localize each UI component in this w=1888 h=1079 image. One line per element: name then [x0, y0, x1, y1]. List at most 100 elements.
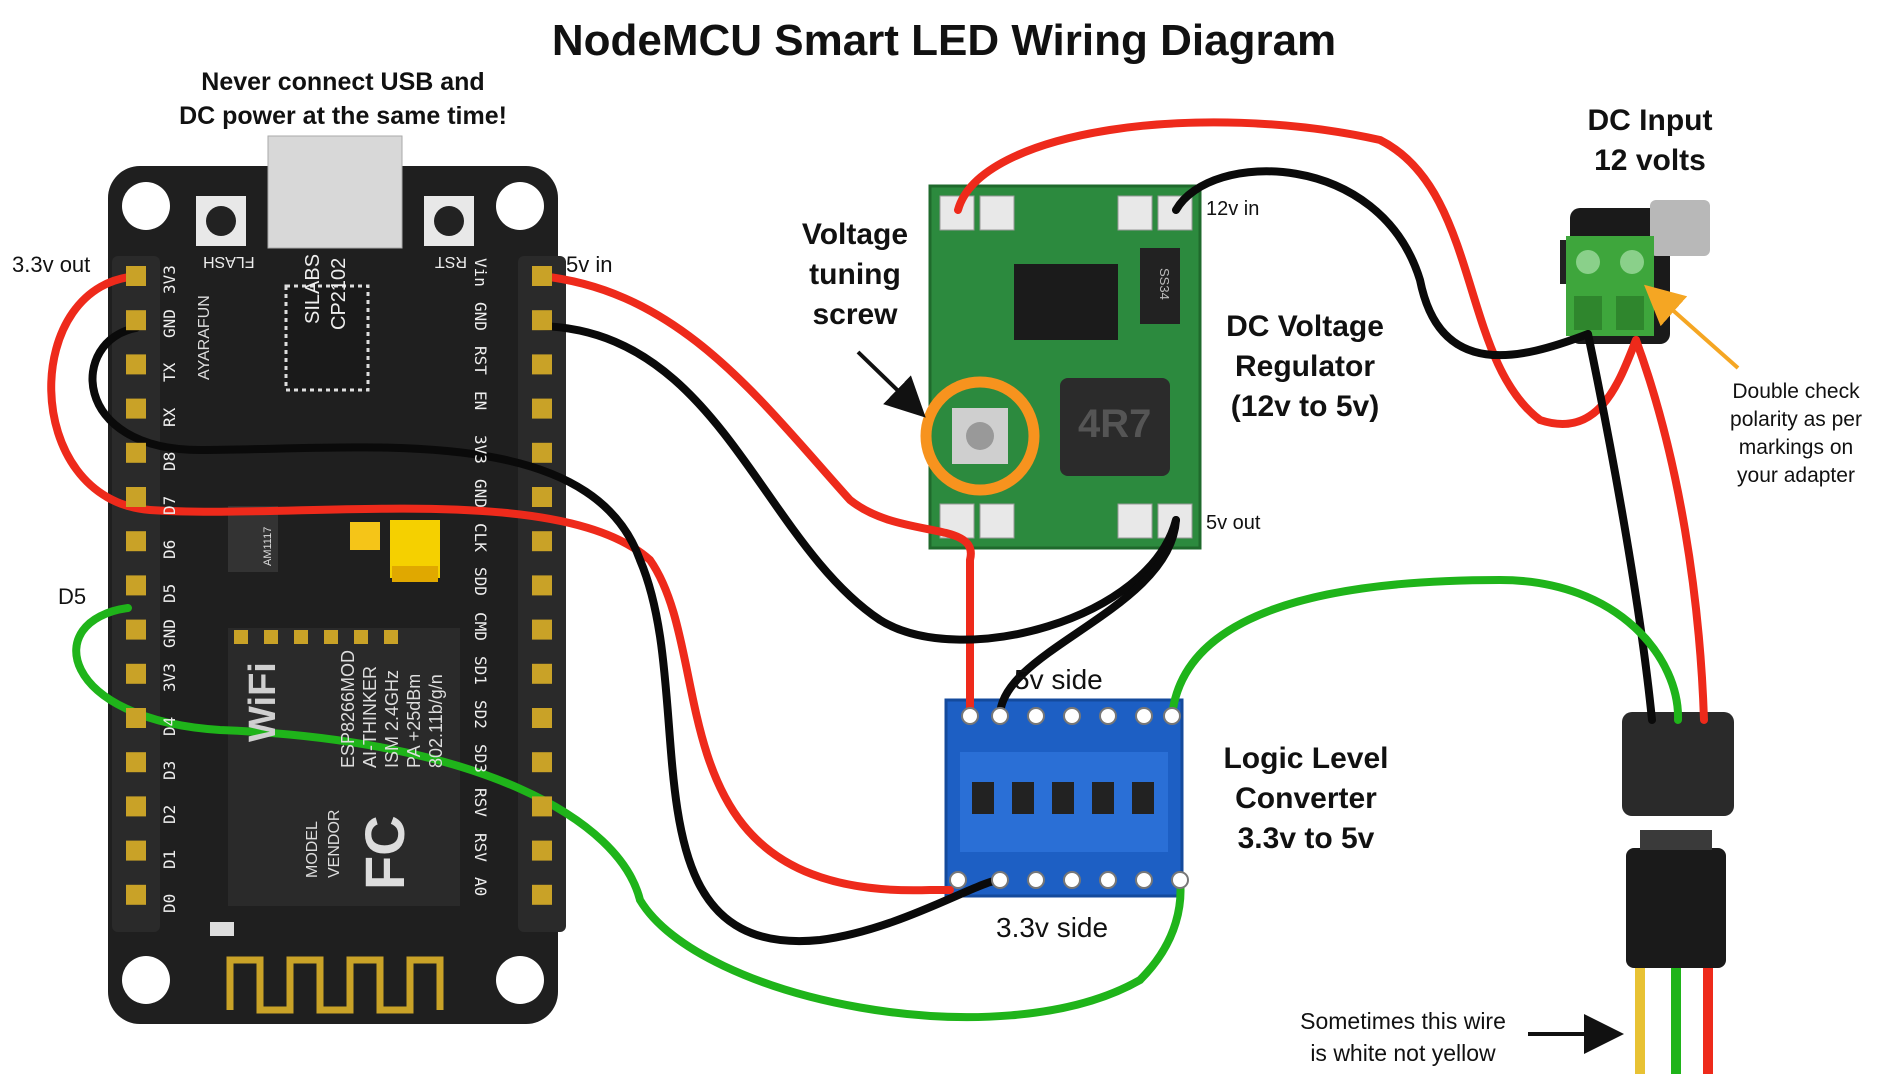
right-pin-label: CMD [471, 611, 490, 641]
left-pin [126, 708, 146, 728]
diode [1140, 248, 1180, 324]
right-pin [532, 575, 552, 596]
module-text-line: PA +25dBm [404, 673, 424, 768]
antenna-trace [226, 956, 444, 1014]
usb-port-icon [267, 135, 403, 249]
flash-label: FLASH [203, 253, 255, 270]
tuning-arrow [856, 350, 926, 418]
label-5v-side: 5v side [1014, 664, 1103, 695]
polarity-arrow [1644, 284, 1740, 370]
polarity-note-2: polarity as per [1730, 408, 1862, 431]
label-12v-in: 12v in [1206, 198, 1260, 220]
mount-hole [496, 182, 544, 230]
right-pin [532, 796, 552, 817]
left-pin-label: RX [160, 407, 179, 427]
right-pin-label: SDD [471, 567, 490, 597]
regulator-title-1: DC Voltage [1226, 310, 1384, 343]
fcc-logo-icon: FC [353, 815, 416, 890]
left-pin [126, 752, 146, 773]
label-d5: D5 [58, 584, 87, 609]
esp8266-module [228, 628, 460, 906]
right-pin [532, 442, 552, 463]
jack-barrel [1650, 200, 1710, 256]
right-pin [532, 354, 552, 375]
converter-title-1: Logic Level [1223, 742, 1389, 775]
left-pin-label: TX [160, 363, 179, 383]
wire-12v-negative [1172, 167, 1592, 360]
right-pin-label: Vin [471, 258, 490, 287]
mount-hole [496, 956, 544, 1004]
right-pin-label: RSV [471, 788, 490, 818]
regulator-chip-label: AM1117 [262, 526, 274, 566]
module-pads [234, 630, 398, 644]
dc-input-title-1: DC Input [1587, 104, 1713, 137]
left-pin-label: GND [160, 309, 179, 339]
left-pin [126, 619, 146, 640]
right-pin [532, 619, 552, 640]
left-pin-label: D1 [160, 849, 179, 869]
tuning-line-1: Voltage [801, 218, 909, 251]
brand-label: AYARAFUN [196, 295, 213, 380]
tuning-line-3: screw [812, 298, 898, 331]
wires [47, 118, 1708, 1022]
right-pin-label: EN [471, 390, 490, 410]
left-pin [126, 442, 146, 463]
dc-input-jack [1560, 200, 1710, 344]
left-pin-label: D7 [160, 495, 179, 515]
ams1117-chip [228, 506, 278, 572]
regulator-title-2: Regulator [1234, 350, 1375, 383]
left-pin-label: D6 [160, 539, 179, 560]
right-pin-label: RSV [471, 832, 490, 862]
converter-title-2: Converter [1235, 782, 1377, 815]
wire-led-gnd [1584, 330, 1656, 724]
left-pin-label: D5 [160, 584, 179, 604]
led-strip-connector [1622, 712, 1734, 1074]
left-pin-dots [126, 266, 146, 905]
converter-mosfets [972, 782, 1154, 814]
regulator-title-3: (12v to 5v) [1230, 390, 1380, 423]
right-pin-dots [532, 266, 552, 905]
right-pin [532, 663, 552, 684]
right-pin [532, 266, 552, 286]
left-pin [126, 310, 146, 331]
left-pin-label: D8 [160, 451, 179, 471]
module-text-line: ISM 2.4GHz [382, 669, 402, 768]
capacitor [350, 522, 380, 550]
polarity-note-1: Double check [1732, 380, 1860, 403]
wire-data-hv [1168, 575, 1683, 724]
left-pin-label: 3V3 [160, 265, 179, 294]
left-pin [126, 840, 146, 861]
left-pin [126, 884, 146, 905]
right-pin-label: A0 [471, 876, 490, 897]
cp2102-chip [284, 284, 370, 392]
rst-label: RST [435, 253, 467, 270]
wire-gnd-right [536, 322, 1180, 644]
mount-hole [122, 182, 170, 230]
wire-3v3 [47, 272, 954, 895]
left-pin [126, 531, 146, 552]
right-pin [532, 752, 552, 773]
regulator-ic [1014, 264, 1118, 340]
label-5v-out: 5v out [1206, 512, 1261, 534]
module-text-line: 802.11b/g/n [426, 674, 446, 768]
connector-female [1626, 848, 1726, 968]
vendor-label: VENDOR [326, 809, 343, 878]
chip-label-1: SILABS [302, 253, 324, 324]
right-pin-label: 3V3 [471, 434, 490, 464]
wire-led-5v [1632, 336, 1708, 724]
module-text-line: AI-THINKER [360, 665, 380, 768]
right-pin [532, 310, 552, 331]
warning-line-1: Never connect USB and [201, 68, 485, 96]
wire-12v-positive [954, 118, 1640, 428]
left-pin [126, 398, 146, 419]
left-pin-label: D2 [160, 805, 179, 825]
right-pin-label: GND [471, 302, 490, 332]
connector-note-1: Sometimes this wire [1300, 1008, 1506, 1034]
right-pin [532, 487, 552, 507]
converter-pins [949, 707, 1189, 889]
left-pin-label: 3V3 [160, 662, 179, 692]
label-3v3-out: 3.3v out [12, 252, 91, 277]
right-pin [532, 708, 552, 728]
